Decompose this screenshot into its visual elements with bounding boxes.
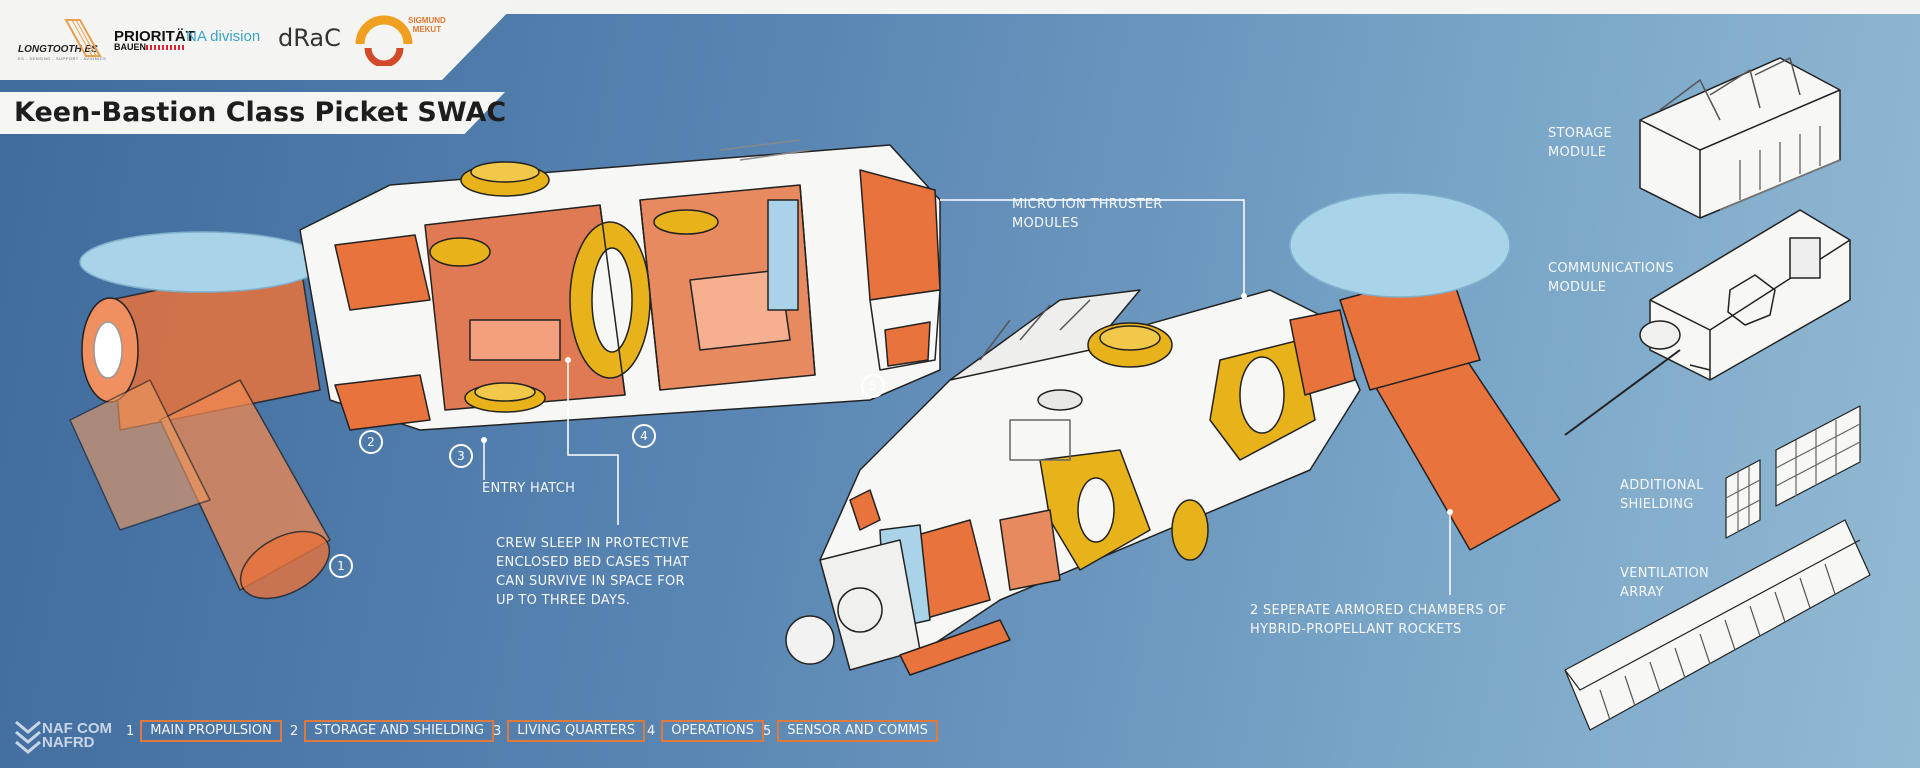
longtooth-mark-icon bbox=[64, 19, 102, 57]
crew-sleep-label: CREW SLEEP IN PROTECTIVE ENCLOSED BED CA… bbox=[496, 536, 690, 608]
legend-item-sensor-comms: 5 SENSOR AND COMMS bbox=[763, 720, 938, 742]
sigmund-mekut-logo-text: SIGMUND MEKUT bbox=[408, 16, 446, 34]
ship-exterior bbox=[785, 192, 1561, 676]
legend-item-main-propulsion: 1 MAIN PROPULSION bbox=[126, 720, 282, 742]
longtooth-logo-tagline: ES - SENSING - SUPPORT - AVIONICS bbox=[18, 56, 107, 61]
callout-lines bbox=[483, 199, 1451, 595]
armored-chambers-label: 2 SEPERATE ARMORED CHAMBERS OF HYBRID-PR… bbox=[1250, 603, 1507, 637]
legend-item-operations: 4 OPERATIONS bbox=[647, 720, 764, 742]
storage-module bbox=[1639, 57, 1841, 219]
page-title: Keen-Bastion Class Picket SWAC bbox=[14, 97, 507, 128]
additional-shielding-label: ADDITIONAL SHIELDING bbox=[1620, 478, 1704, 512]
storage-module-label: STORAGE MODULE bbox=[1548, 126, 1612, 160]
legend-item-storage-shielding: 2 STORAGE AND SHIELDING bbox=[290, 720, 495, 742]
marker-4: 4 bbox=[632, 424, 656, 448]
naf-chevron-icon bbox=[15, 720, 41, 754]
marker-5: 5 bbox=[861, 374, 885, 398]
bauen-stripe bbox=[146, 45, 184, 50]
longtooth-logo: LONGTOOTH ES bbox=[18, 44, 98, 55]
communications-module-label: COMMUNICATIONS MODULE bbox=[1548, 261, 1674, 295]
drac-logo: dRaC bbox=[278, 24, 341, 52]
callout-dots bbox=[481, 293, 1453, 515]
title-bar bbox=[0, 92, 505, 134]
entry-hatch-label: ENTRY HATCH bbox=[482, 481, 576, 496]
naf-logo-text: NAF COM NAFRD bbox=[42, 720, 112, 751]
ship-cutaway bbox=[69, 139, 941, 600]
ventilation-array-label: VENTILATION ARRAY bbox=[1620, 566, 1710, 600]
legend-item-living-quarters: 3 LIVING QUARTERS bbox=[493, 720, 646, 742]
communications-module bbox=[1564, 209, 1851, 436]
additional-shielding bbox=[1725, 405, 1861, 539]
bauen-logo: BAUEN bbox=[114, 42, 147, 52]
micro-ion-thruster-label: MICRO ION THRUSTER MODULES bbox=[1012, 197, 1163, 231]
marker-2: 2 bbox=[359, 430, 383, 454]
marker-3: 3 bbox=[449, 444, 473, 468]
sigmund-mekut-logo-icon bbox=[355, 15, 413, 66]
na-division-logo: NA division bbox=[186, 28, 261, 45]
ventilation-array bbox=[1564, 519, 1871, 731]
prioritat-logo: PRIORITÄT bbox=[114, 28, 195, 45]
marker-1: 1 bbox=[329, 554, 353, 578]
